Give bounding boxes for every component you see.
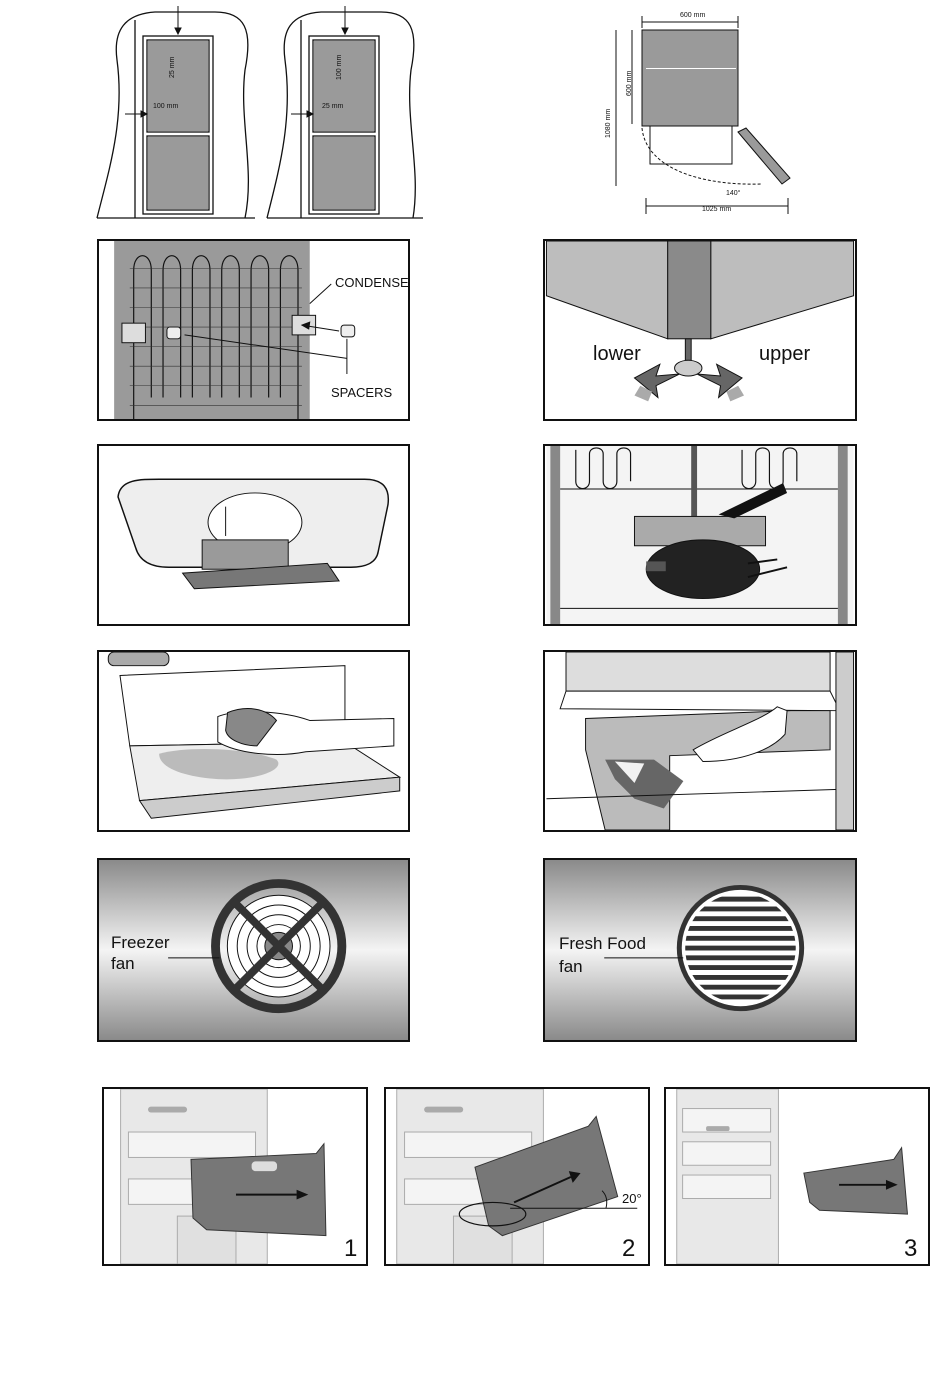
clearance-drawing bbox=[95, 0, 425, 225]
step-2-number: 2 bbox=[622, 1235, 635, 1263]
angle-label: 140° bbox=[726, 190, 740, 197]
left-top-gap-label: 25 mm bbox=[169, 57, 176, 78]
fresh-fan-label-line2: fan bbox=[559, 956, 583, 977]
drain-pan-drawing bbox=[99, 446, 408, 624]
height-dimension-label: 1080 mm bbox=[605, 109, 612, 138]
drawer-step-2: 20° 2 bbox=[384, 1087, 650, 1266]
right-top-gap-label: 100 mm bbox=[336, 55, 343, 80]
left-side-gap-label: 100 mm bbox=[153, 103, 178, 110]
right-side-gap-label: 25 mm bbox=[322, 103, 343, 110]
cleaning-drawing bbox=[99, 652, 408, 830]
door-dimension-drawing bbox=[590, 8, 800, 223]
drawer-step-1: 1 bbox=[102, 1087, 368, 1266]
drawer-step-1-drawing bbox=[104, 1089, 366, 1264]
compressor-figure bbox=[543, 444, 857, 626]
compressor-drawing bbox=[545, 446, 855, 624]
freezer-fan-label-line1: Freezer bbox=[111, 932, 170, 953]
width-dimension-label: 600 mm bbox=[680, 12, 705, 19]
feet-drawing bbox=[545, 241, 855, 419]
spacers-label: SPACERS bbox=[331, 385, 392, 400]
drain-pan-figure bbox=[97, 444, 410, 626]
condenser-figure: CONDENSER SPACERS bbox=[97, 239, 410, 421]
freezer-fan-label-line2: fan bbox=[111, 953, 135, 974]
cleaning-figure bbox=[97, 650, 410, 832]
condenser-label: CONDENSER bbox=[335, 275, 410, 290]
crisper-figure bbox=[543, 650, 857, 832]
freezer-fan-figure: Freezer fan bbox=[97, 858, 410, 1042]
clearance-figure: 25 mm 100 mm 100 mm 25 mm bbox=[95, 0, 425, 225]
drawer-step-3: 3 bbox=[664, 1087, 930, 1266]
tilt-angle-label: 20° bbox=[622, 1191, 642, 1206]
open-depth-label: 1025 mm bbox=[702, 206, 731, 213]
fresh-fan-label-line1: Fresh Food bbox=[559, 933, 646, 954]
step-1-number: 1 bbox=[344, 1235, 357, 1263]
lower-label: lower bbox=[593, 343, 641, 366]
crisper-drawing bbox=[545, 652, 855, 830]
depth-dimension-label: 600 mm bbox=[626, 71, 633, 96]
step-3-number: 3 bbox=[904, 1235, 917, 1263]
drawer-step-2-drawing bbox=[386, 1089, 648, 1264]
feet-figure: lower upper bbox=[543, 239, 857, 421]
door-dimension-figure: 600 mm 600 mm 1080 mm 140° 1025 mm bbox=[590, 8, 800, 223]
fresh-fan-figure: Fresh Food fan bbox=[543, 858, 857, 1042]
upper-label: upper bbox=[759, 343, 810, 366]
drawer-step-3-drawing bbox=[666, 1089, 928, 1264]
